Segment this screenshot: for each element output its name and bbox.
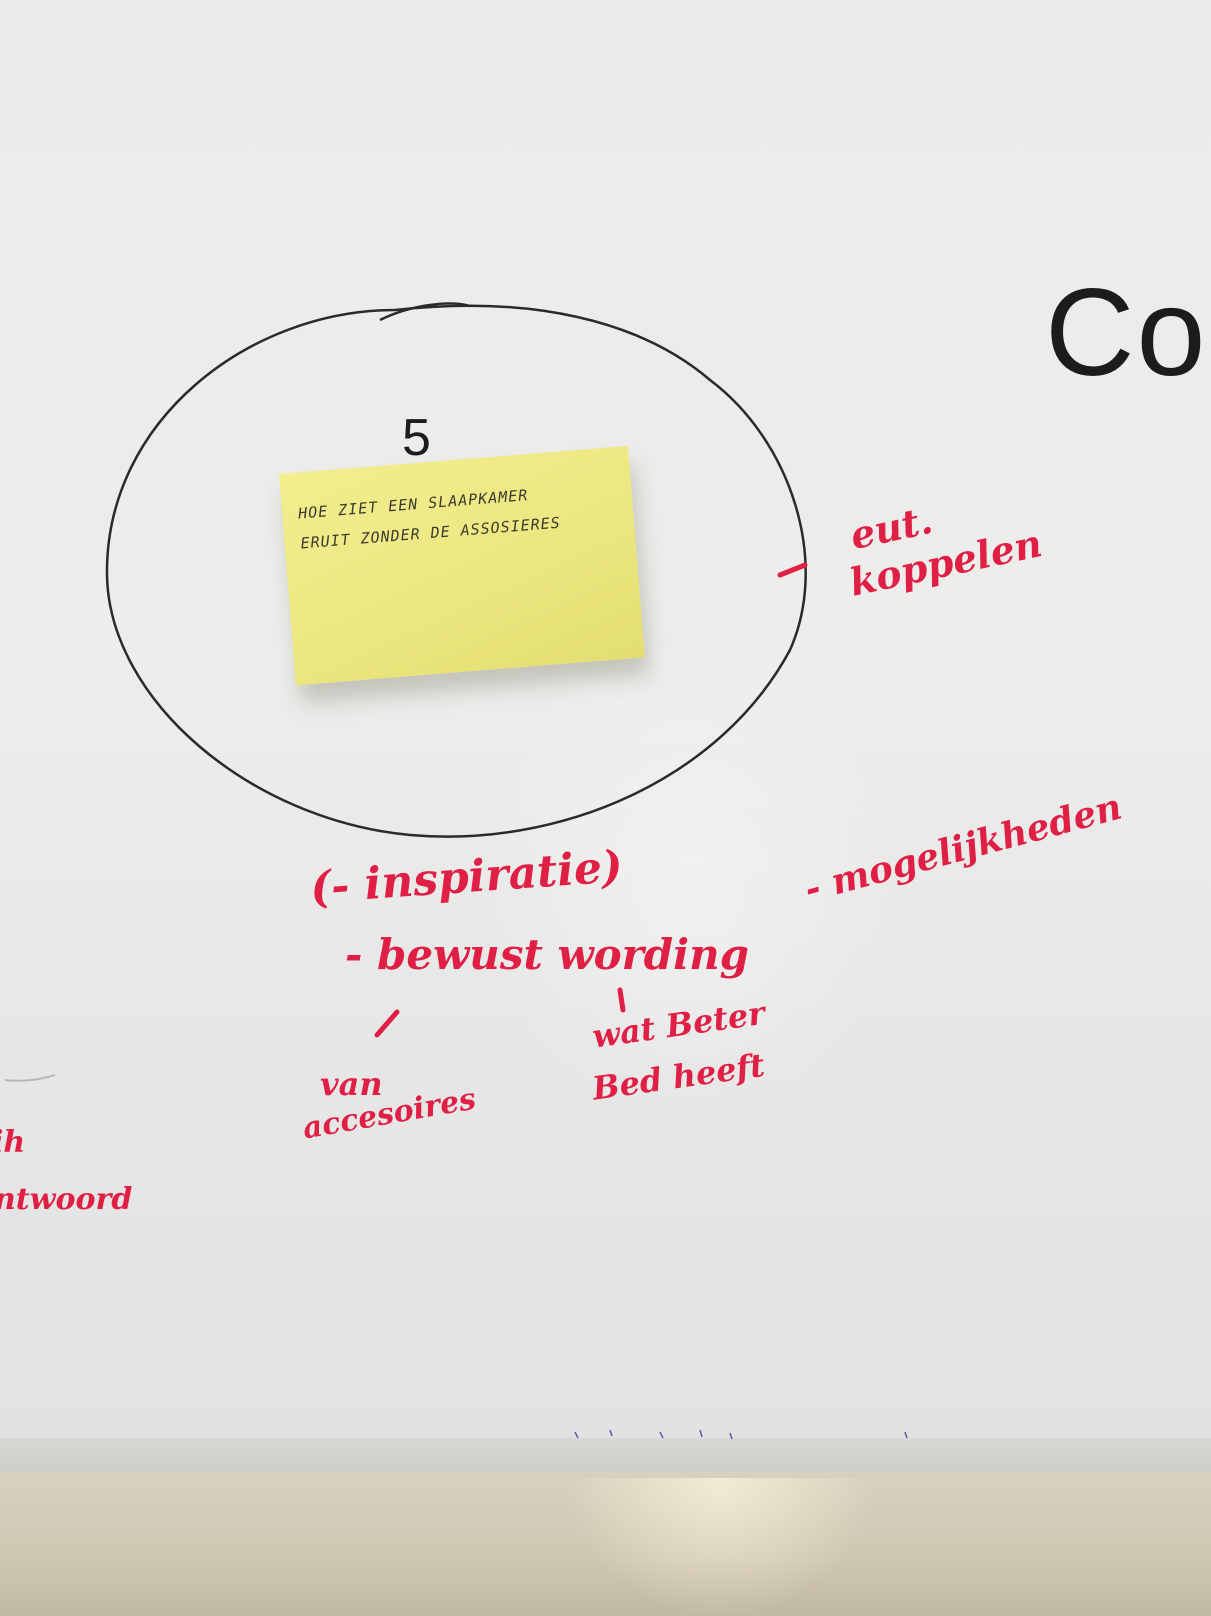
connector-van	[374, 1009, 400, 1038]
red-note-left-fragment-1: ih	[0, 1125, 26, 1160]
circle-overlap-stroke	[379, 302, 471, 322]
black-circle	[105, 304, 807, 838]
sticky-note-line-2: ERUIT ZONDER DE ASSOSIERES	[299, 513, 562, 553]
smudge-left	[4, 1074, 56, 1082]
sticky-note-line-1: HOE ZIET EEN SLAAPKAMER	[297, 486, 529, 523]
sticky-note: HOE ZIET EEN SLAAPKAMER ERUIT ZONDER DE …	[279, 445, 645, 686]
light-reflection	[480, 620, 900, 1140]
red-note-van: van	[320, 1065, 383, 1103]
whiteboard-tray	[0, 1438, 1211, 1472]
marker-specks	[574, 1429, 908, 1440]
circle-number: 5	[402, 409, 431, 467]
corner-word: Cor	[1045, 264, 1211, 402]
red-note-bewustwording: - bewust wording	[345, 930, 750, 979]
red-note-left-fragment-2: ntwoord	[0, 1182, 133, 1217]
connector-wat	[617, 987, 626, 1013]
whiteboard	[0, 0, 1211, 1460]
dash-right-note	[777, 562, 808, 578]
wall-light-spot	[560, 1478, 880, 1616]
